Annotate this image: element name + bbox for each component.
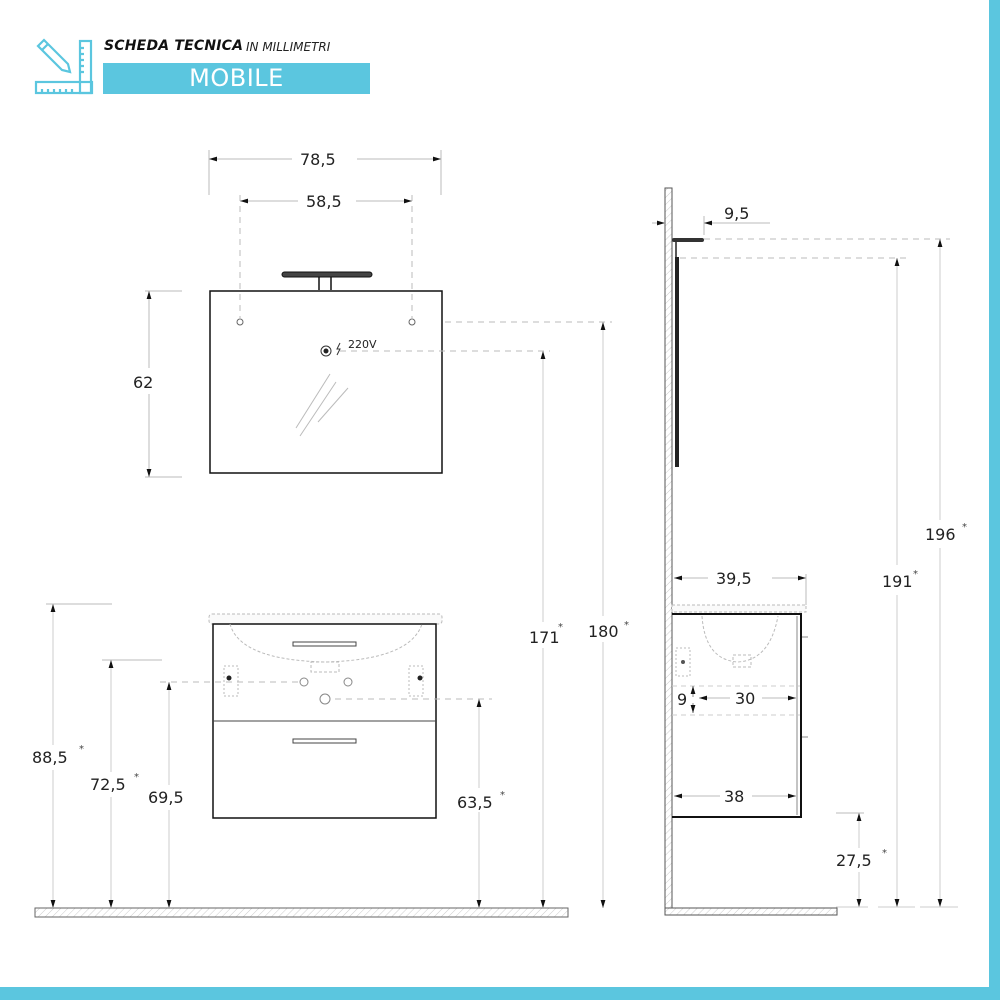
dim-fixing-offset: 9	[677, 690, 687, 709]
dim-mirror-bottom-height: 191	[882, 572, 913, 591]
frame-border-right	[989, 0, 1000, 1000]
frame-border-bottom	[0, 987, 1000, 1000]
asterisk: *	[558, 622, 563, 633]
dim-floor-clearance: 27,5	[836, 851, 872, 870]
asterisk: *	[624, 620, 629, 631]
asterisk: *	[882, 848, 887, 859]
dim-cabinet-inner: 30	[735, 689, 755, 708]
dim-basin-depth: 39,5	[716, 569, 752, 588]
ruler-pencil-icon	[34, 38, 94, 95]
dim-lamp-depth: 9,5	[724, 204, 749, 223]
mirror-front-view	[209, 271, 443, 474]
floor-front	[34, 907, 569, 918]
asterisk: *	[79, 744, 84, 755]
dim-mirror-fixing-height: 180	[588, 622, 619, 641]
dim-mirror-height: 62	[133, 373, 153, 392]
section-banner: MOBILE	[103, 63, 370, 94]
cabinet-front-view	[208, 613, 443, 819]
dim-basin-top-height: 88,5	[32, 748, 68, 767]
dim-lamp-top-height: 196	[925, 525, 956, 544]
dim-drain-height: 63,5	[457, 793, 493, 812]
sheet-title: SCHEDA TECNICA	[104, 38, 244, 54]
side-view	[664, 187, 838, 916]
dim-mirror-total-width: 78,5	[300, 150, 336, 169]
asterisk: *	[134, 772, 139, 783]
dim-fixing-height: 72,5	[90, 775, 126, 794]
unit-label: IN MILLIMETRI	[246, 40, 331, 54]
dim-mirror-fixing-width: 58,5	[306, 192, 342, 211]
dim-power-outlet-height: 171	[529, 628, 560, 647]
asterisk: *	[500, 790, 505, 801]
dim-cabinet-depth: 38	[724, 787, 744, 806]
power-label: 220V	[348, 338, 377, 351]
asterisk: *	[962, 522, 967, 533]
asterisk: *	[913, 569, 918, 580]
dim-water-inlet-height: 69,5	[148, 788, 184, 807]
